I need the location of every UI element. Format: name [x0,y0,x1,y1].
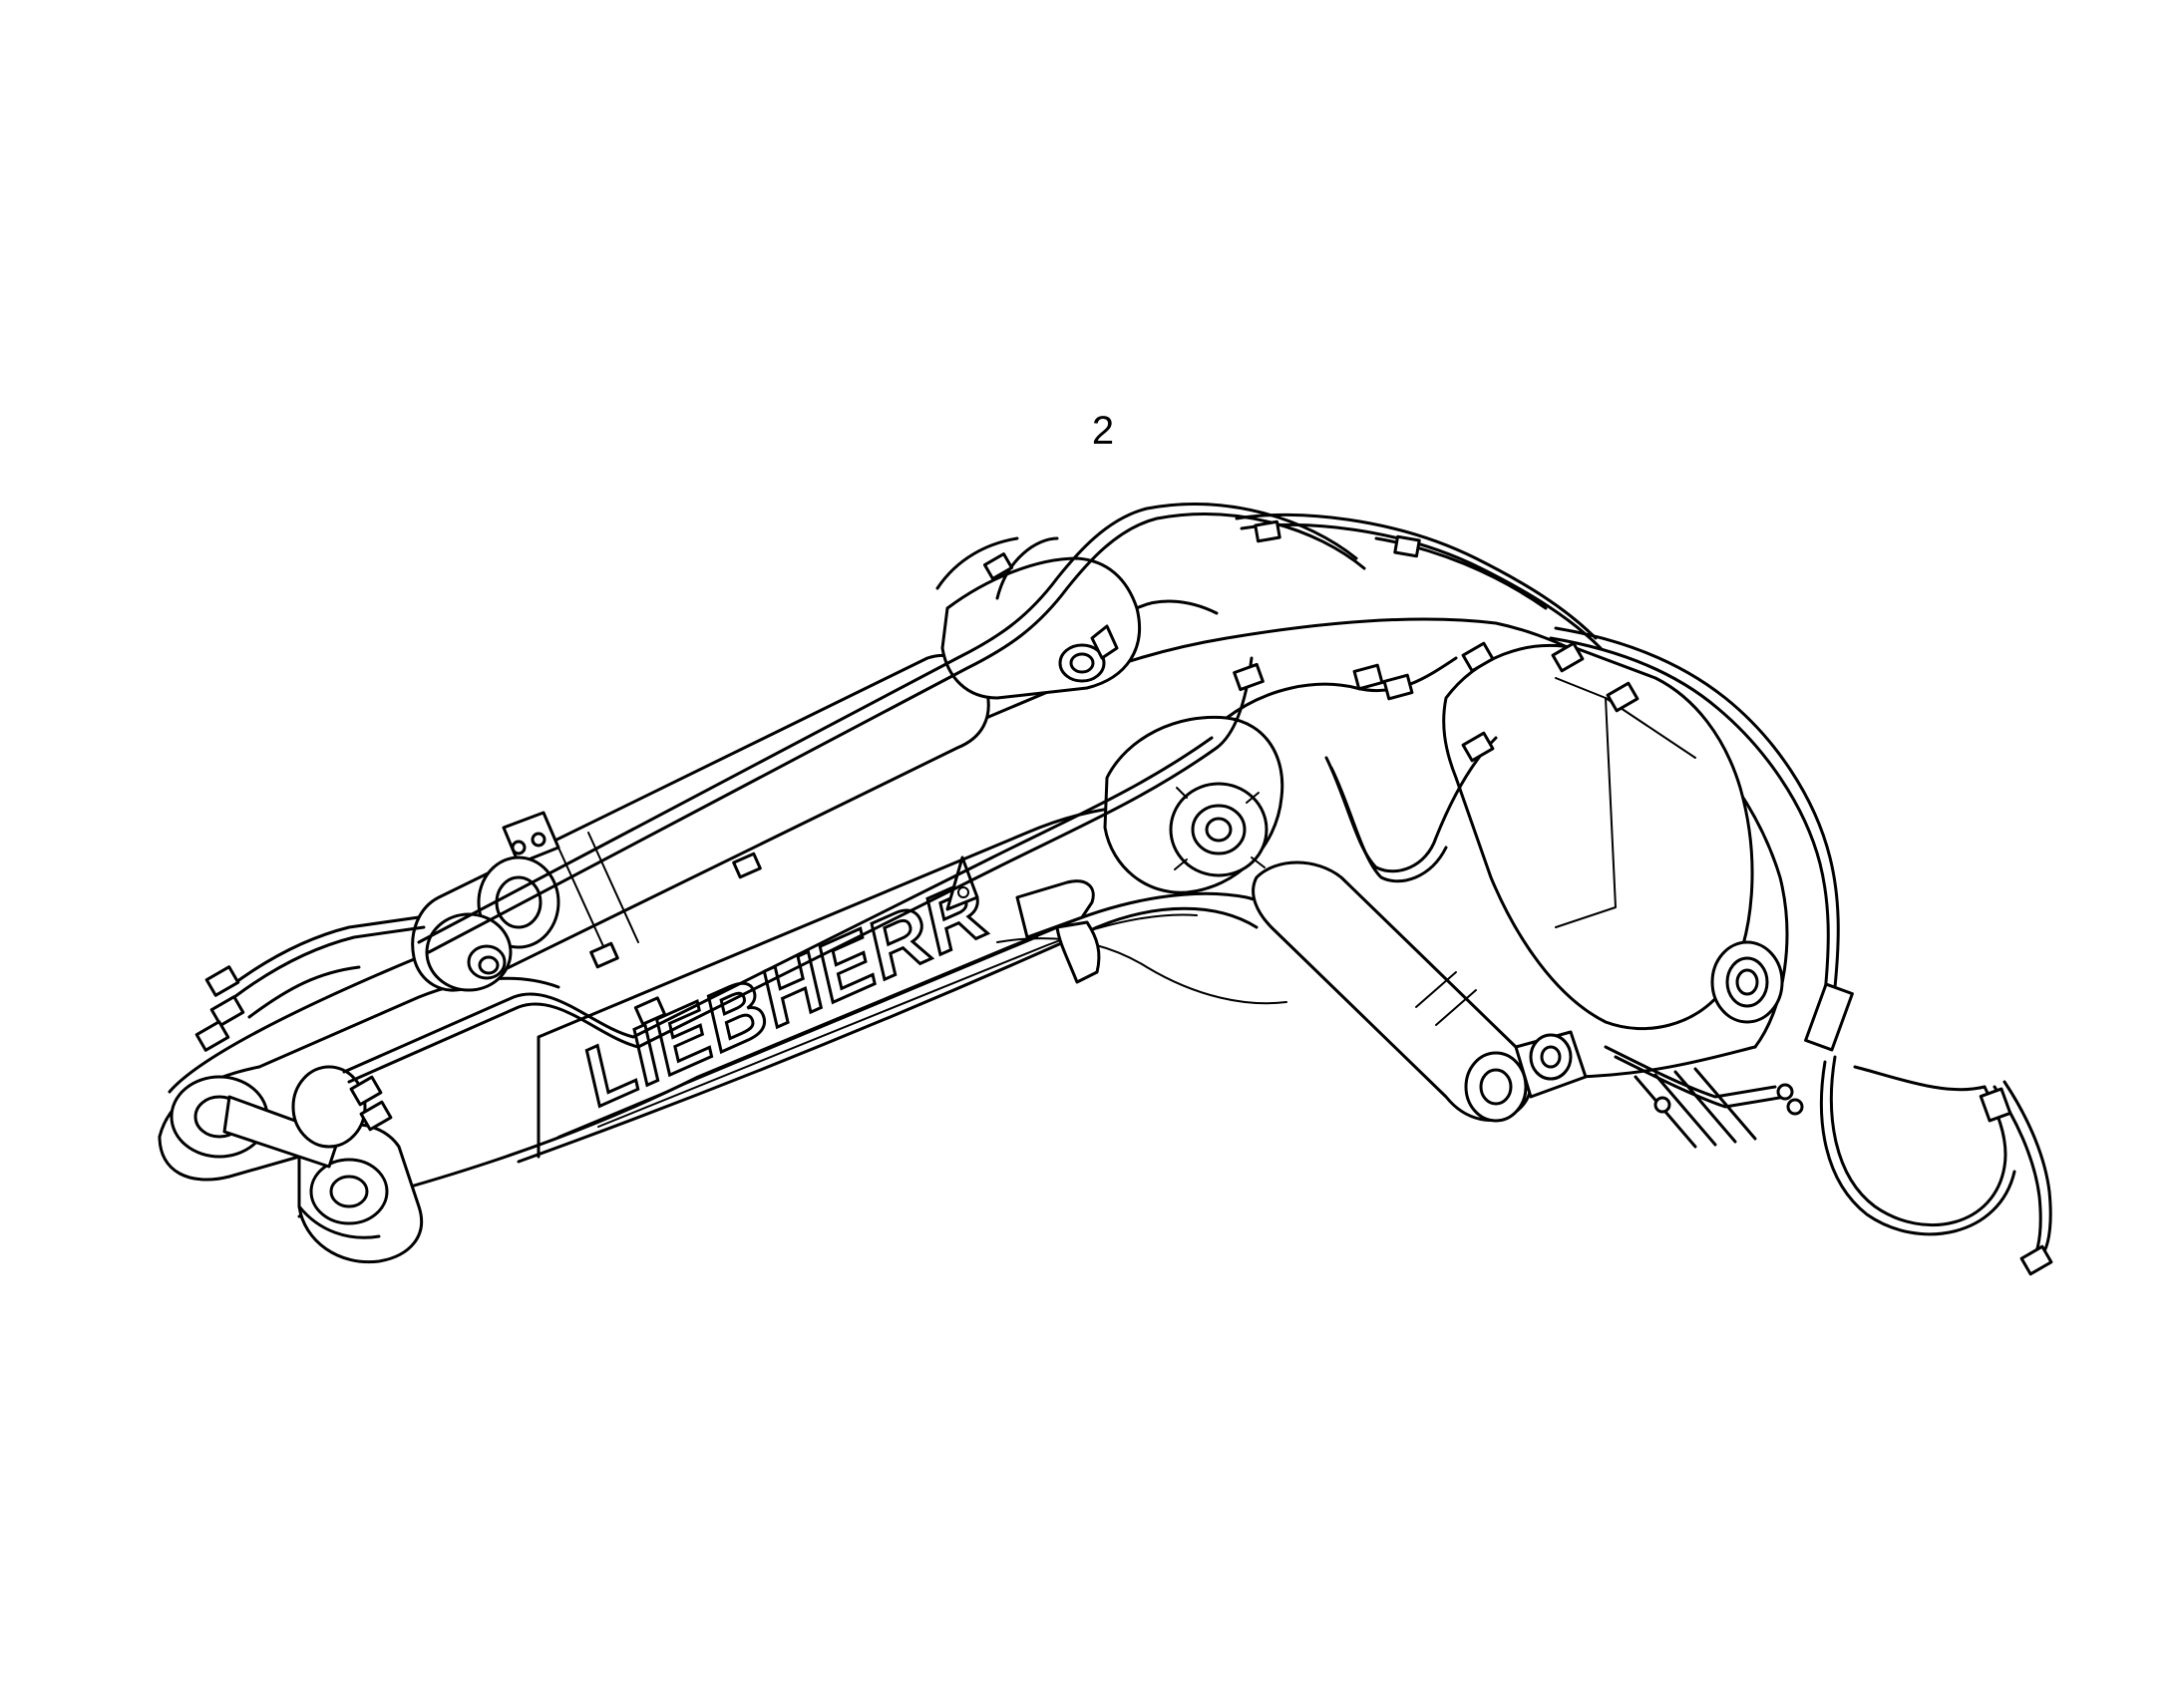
part-callout-label: 2 [1091,409,1115,453]
boom-center-pivot [1103,715,1284,894]
hose-fittings [194,519,2053,1276]
hydraulic-lines [227,503,2052,1258]
boom-lift-cylinder [1252,860,1588,1123]
stick-arm [158,976,560,1182]
stick-cylinder [935,536,1219,700]
boom-rear-section [1442,643,1784,1030]
boom-step [1015,879,1101,984]
